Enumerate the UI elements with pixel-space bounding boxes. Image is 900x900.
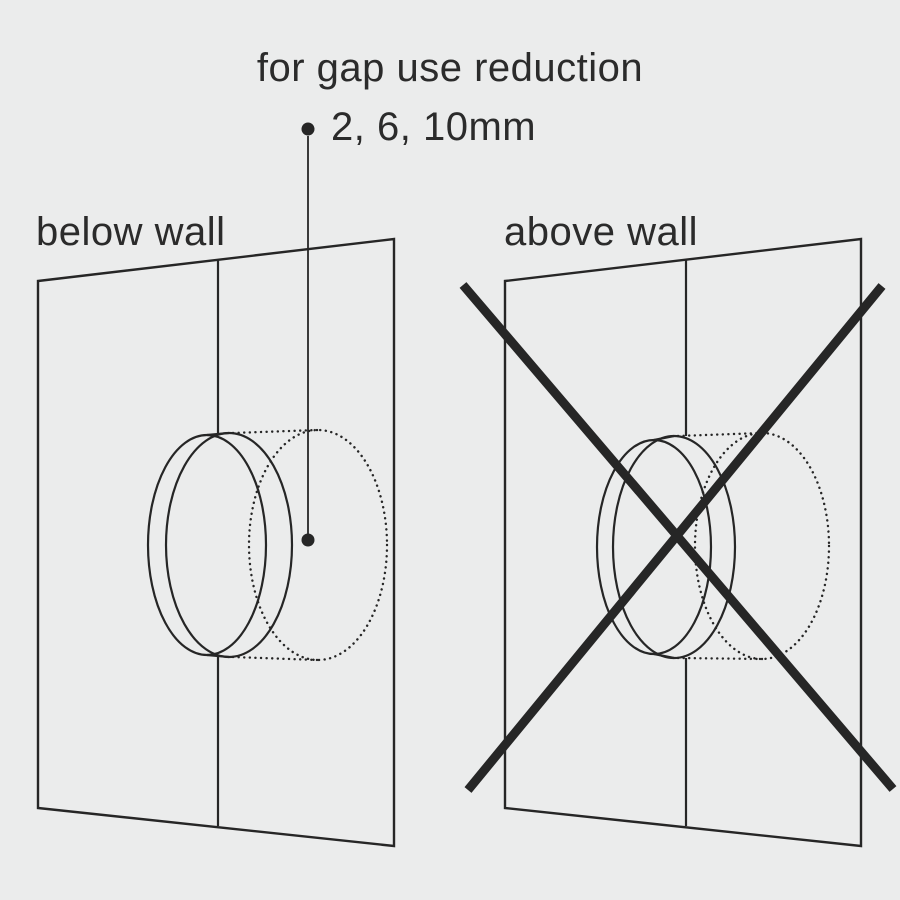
- panel-label-above-wall: above wall: [504, 210, 699, 254]
- left-socket-cylinder: [146, 431, 294, 659]
- x-mark-icon: [459, 282, 897, 793]
- panel-label-below-wall: below wall: [36, 210, 226, 254]
- right-panel-drawing: [459, 237, 897, 848]
- annotation-title: for gap use reduction: [256, 46, 644, 90]
- leader-end-dot-icon: [301, 533, 315, 547]
- right-socket-cylinder: [595, 434, 737, 660]
- leader-start-dot-icon: [301, 122, 315, 136]
- left-panel-drawing: [36, 237, 396, 848]
- left-socket-recess-dotted: [231, 428, 389, 662]
- annotation-value: 2, 6, 10mm: [331, 105, 537, 149]
- leader-line: [301, 122, 315, 547]
- right-wall-outline: [503, 237, 863, 848]
- left-wall-outline: [36, 237, 396, 848]
